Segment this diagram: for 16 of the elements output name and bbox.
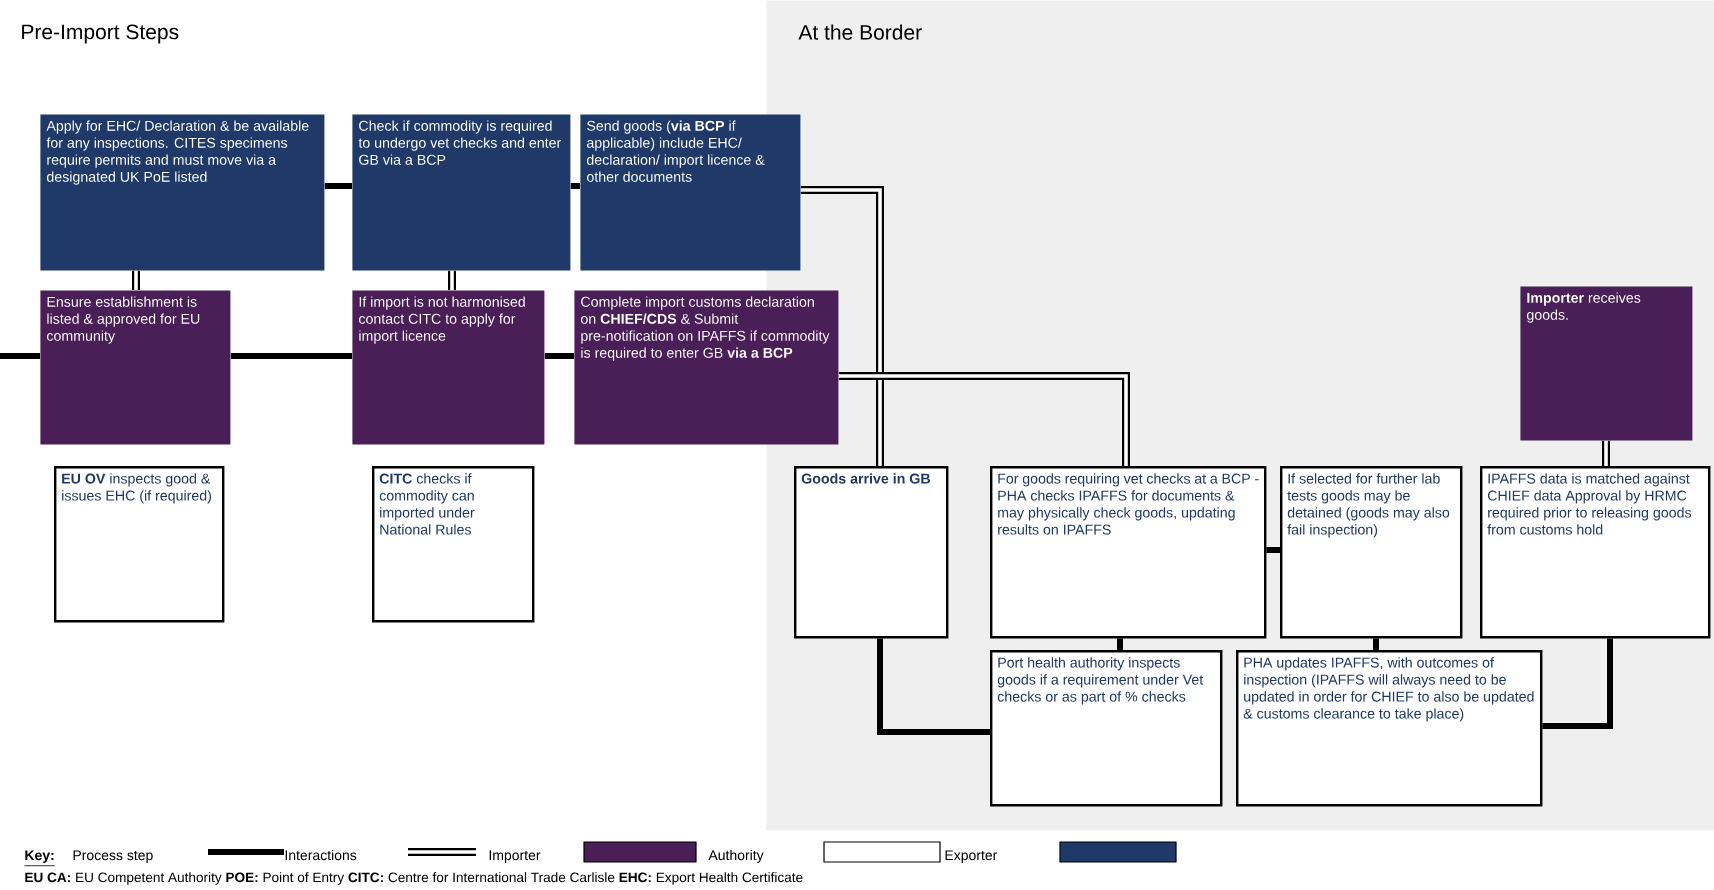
connector-line — [132, 270, 140, 290]
connector-line — [448, 270, 456, 290]
connector-line — [544, 353, 574, 359]
connector-line — [1542, 638, 1613, 729]
connector-line — [230, 353, 352, 359]
connector-line — [1117, 638, 1123, 650]
connector-line — [1266, 547, 1280, 553]
connector-line — [0, 353, 40, 359]
connector-line — [800, 186, 884, 466]
section-title: Pre-Import Steps — [22, 24, 179, 44]
connector-line — [570, 183, 580, 189]
connector-line — [838, 372, 1130, 466]
connector-line — [1602, 440, 1610, 466]
connector-line — [877, 638, 990, 735]
connector-line — [1373, 638, 1379, 650]
connector-line — [324, 183, 352, 189]
